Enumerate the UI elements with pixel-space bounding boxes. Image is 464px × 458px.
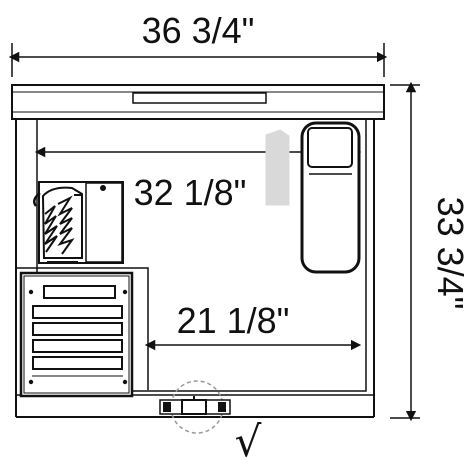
grille-louver: [32, 339, 123, 353]
compressor-hook: [32, 192, 41, 207]
grille-screw-icon: [122, 379, 128, 385]
overall-height-label: 33 3/4": [430, 197, 464, 310]
vent-grille: [19, 271, 134, 398]
compressor-coil-outline: [41, 186, 83, 259]
cabinet-outline: [11, 84, 385, 418]
grille-inner-frame: [23, 275, 130, 394]
lower-width-label: 21 1/8": [177, 300, 290, 341]
compressor-side-panel: [85, 182, 123, 263]
insert-top-box: [307, 127, 353, 168]
overall-width-label: 36 3/4": [142, 10, 255, 51]
drain-check-symbol: √: [235, 417, 262, 458]
grille-louver: [32, 322, 123, 336]
lid-handle: [132, 92, 267, 104]
lower-compartment-border: [132, 267, 149, 390]
grille-screw-icon: [28, 289, 34, 295]
right-insert: [300, 121, 361, 274]
grille-screw-icon: [122, 289, 128, 295]
grille-label-plate: [43, 285, 116, 299]
coil-zigzag-left: [44, 205, 58, 253]
drain-valve: √: [159, 380, 262, 458]
drain-valve-body: [181, 399, 207, 415]
interior-width-label: 32 1/8": [134, 172, 247, 213]
lower-width-dimension: 21 1/8": [144, 300, 362, 351]
overall-width-dimension: 36 3/4": [8, 10, 388, 77]
compressor-unit: [32, 181, 124, 264]
gray-rail: [265, 129, 290, 206]
compressor-bolt-icon: [100, 185, 106, 191]
grille-louver: [32, 305, 123, 319]
drain-fitting-right: [218, 402, 226, 412]
grille-louver: [32, 356, 123, 370]
grille-screw-icon: [28, 379, 34, 385]
coil-zigzag-right: [57, 195, 75, 255]
gray-bracket: [265, 129, 290, 206]
interior-outline: [36, 118, 367, 392]
drain-fitting-left: [163, 402, 171, 412]
overall-height-dimension: 33 3/4": [390, 81, 464, 422]
